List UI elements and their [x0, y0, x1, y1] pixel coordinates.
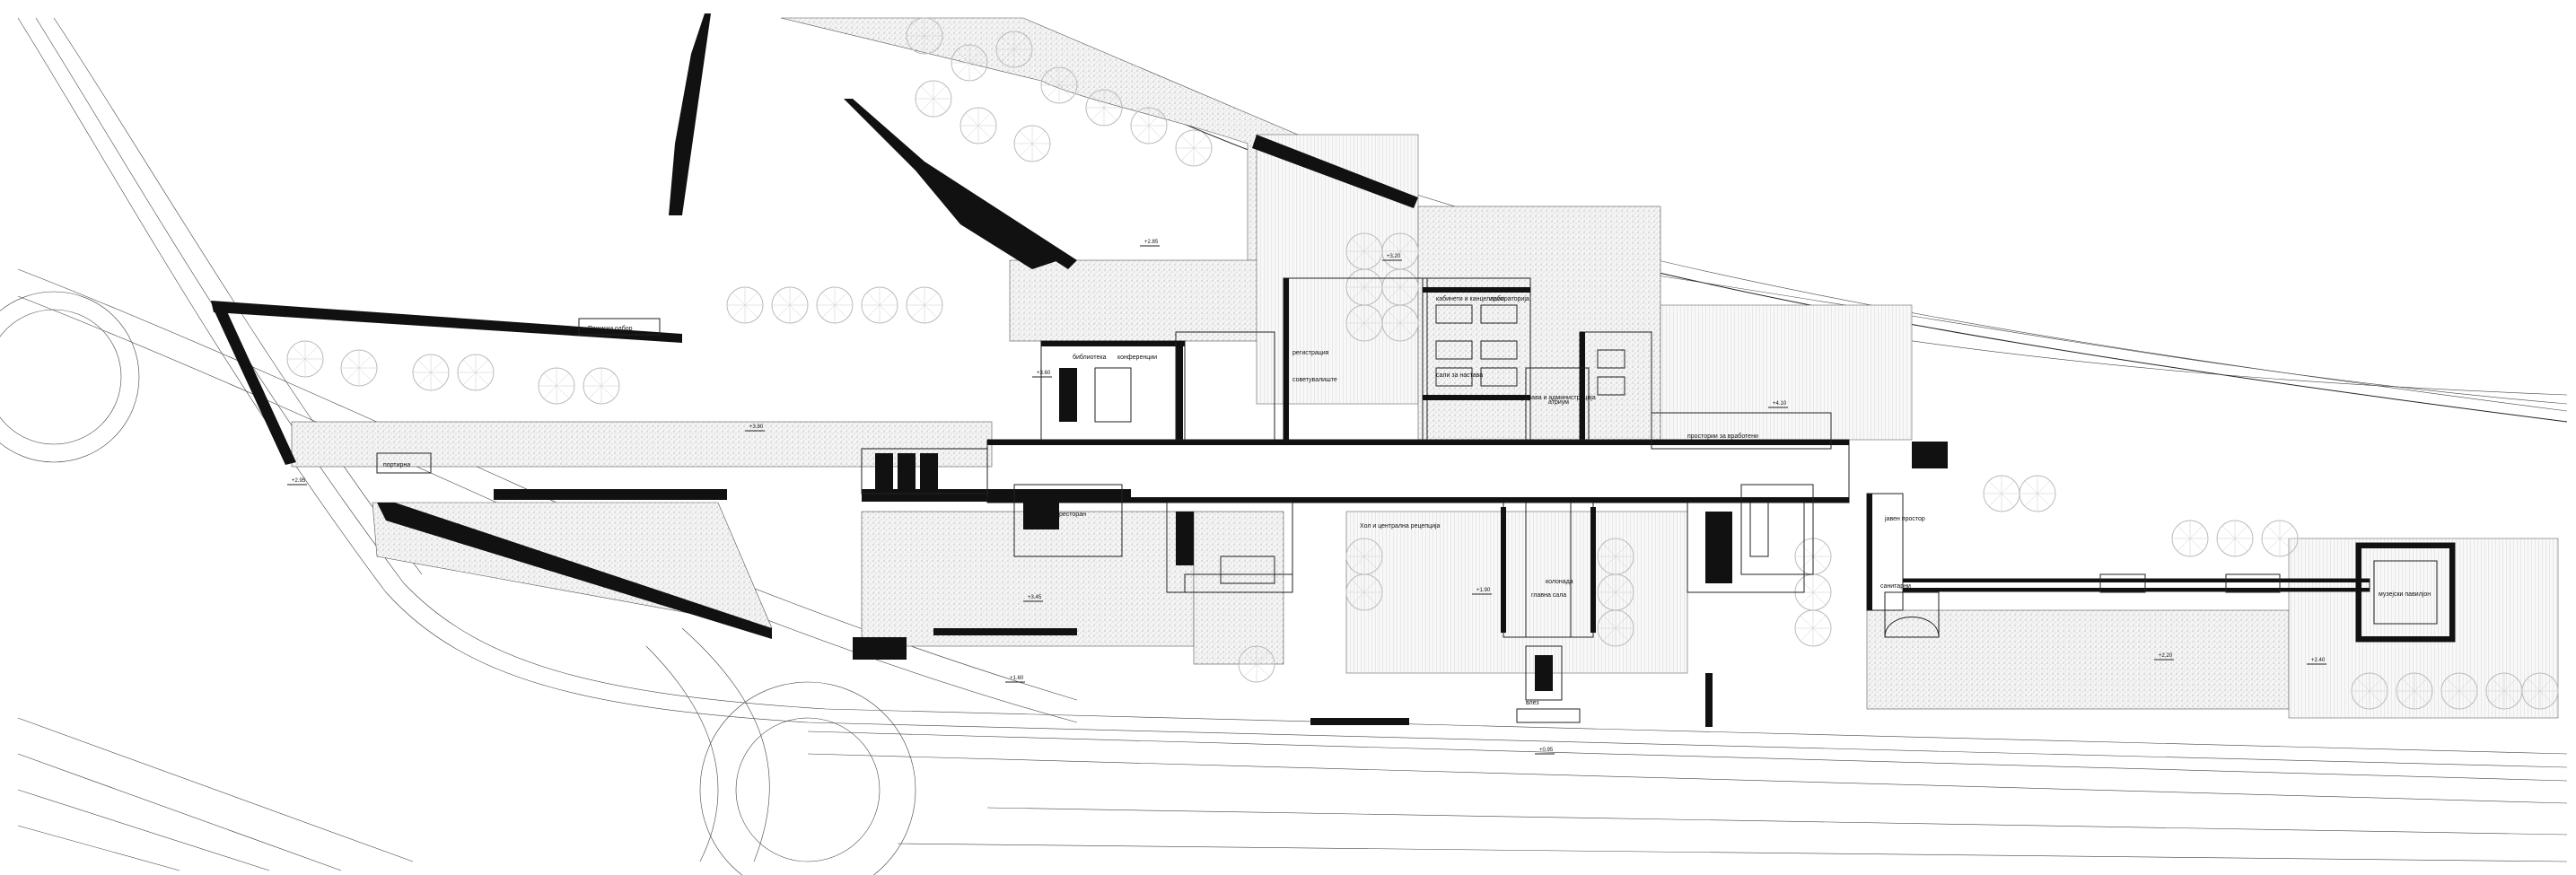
label-registration: регистрация	[1292, 350, 1329, 356]
level-marker: +3.45	[1023, 595, 1043, 602]
label-atrium: атриум	[1548, 399, 1569, 406]
level-marker: +2.95	[287, 478, 307, 486]
label-library: библиотека	[1073, 354, 1107, 361]
label-public-space: јавен простор	[1884, 516, 1925, 522]
level-marker: +1.90	[1472, 588, 1492, 595]
level-marker: +3.80	[745, 424, 765, 432]
level-marker: +2.85	[1140, 240, 1160, 247]
label-laboratory: лабораторија	[1490, 295, 1529, 302]
label-sanitary: санитарни	[1880, 583, 1911, 590]
svg-text:+1.90: +1.90	[1476, 588, 1491, 593]
label-administration: управа и администрација	[1521, 395, 1596, 401]
svg-text:+3.60: +3.60	[1037, 371, 1051, 376]
svg-text:+3.45: +3.45	[1028, 595, 1042, 600]
label-staff-rooms: простории за вработени	[1687, 433, 1758, 440]
svg-text:+1.60: +1.60	[1010, 676, 1024, 681]
level-marker: +3.60	[1032, 371, 1052, 378]
label-central-hall: Хол и централна рецепција	[1360, 523, 1441, 529]
gatehouse-south-label: портирна	[383, 462, 410, 468]
landscape-areas	[291, 17, 2559, 719]
svg-text:+2.40: +2.40	[2311, 658, 2326, 663]
svg-text:+2.85: +2.85	[1144, 240, 1159, 245]
level-marker: +1.60	[1005, 676, 1025, 683]
label-main-hall: главна сала	[1531, 592, 1566, 599]
label-restaurant: ресторан	[1059, 512, 1086, 518]
label-entrance: влез	[1526, 700, 1539, 706]
level-marker: +2.20	[2154, 653, 2174, 661]
gatehouse-south: портирна	[376, 452, 432, 474]
svg-text:+3.20: +3.20	[1387, 254, 1401, 259]
pavilion-label: музејски павилјон	[2379, 591, 2431, 598]
level-markers: +2.85 +3.20 +4.10 +3.60 +3.80 +2.95 +3.4…	[287, 240, 2326, 755]
svg-text:+2.95: +2.95	[292, 478, 306, 484]
gatehouse-north-label: Пажиски одбор	[588, 325, 633, 332]
gatehouse-north: Пажиски одбор	[578, 318, 661, 336]
level-marker: +2.40	[2307, 658, 2326, 665]
svg-text:+3.80: +3.80	[749, 424, 764, 430]
label-offices: кабинети и канцеларии	[1436, 295, 1504, 302]
svg-text:+2.20: +2.20	[2159, 653, 2173, 659]
room-labels: библиотека конференции регистрация кабин…	[1059, 295, 1925, 706]
site-walls	[211, 13, 1948, 727]
svg-text:+0.95: +0.95	[1539, 748, 1554, 753]
level-marker: +0.95	[1535, 748, 1555, 755]
museum-pavilion: музејски павилјон	[2355, 542, 2456, 643]
east-wing	[1866, 493, 2370, 638]
label-counselling: советувалиште	[1292, 377, 1337, 383]
svg-text:+4.10: +4.10	[1773, 401, 1787, 407]
level-marker: +4.10	[1768, 401, 1788, 408]
label-storage: магацин	[1705, 543, 1730, 549]
label-classrooms: сали за настава	[1436, 372, 1483, 379]
level-marker: +3.20	[1382, 254, 1402, 261]
label-colonnade: колонада	[1546, 579, 1573, 585]
colonnade	[1501, 502, 1596, 723]
main-building	[861, 277, 1850, 593]
label-conference: конференции	[1117, 354, 1157, 361]
